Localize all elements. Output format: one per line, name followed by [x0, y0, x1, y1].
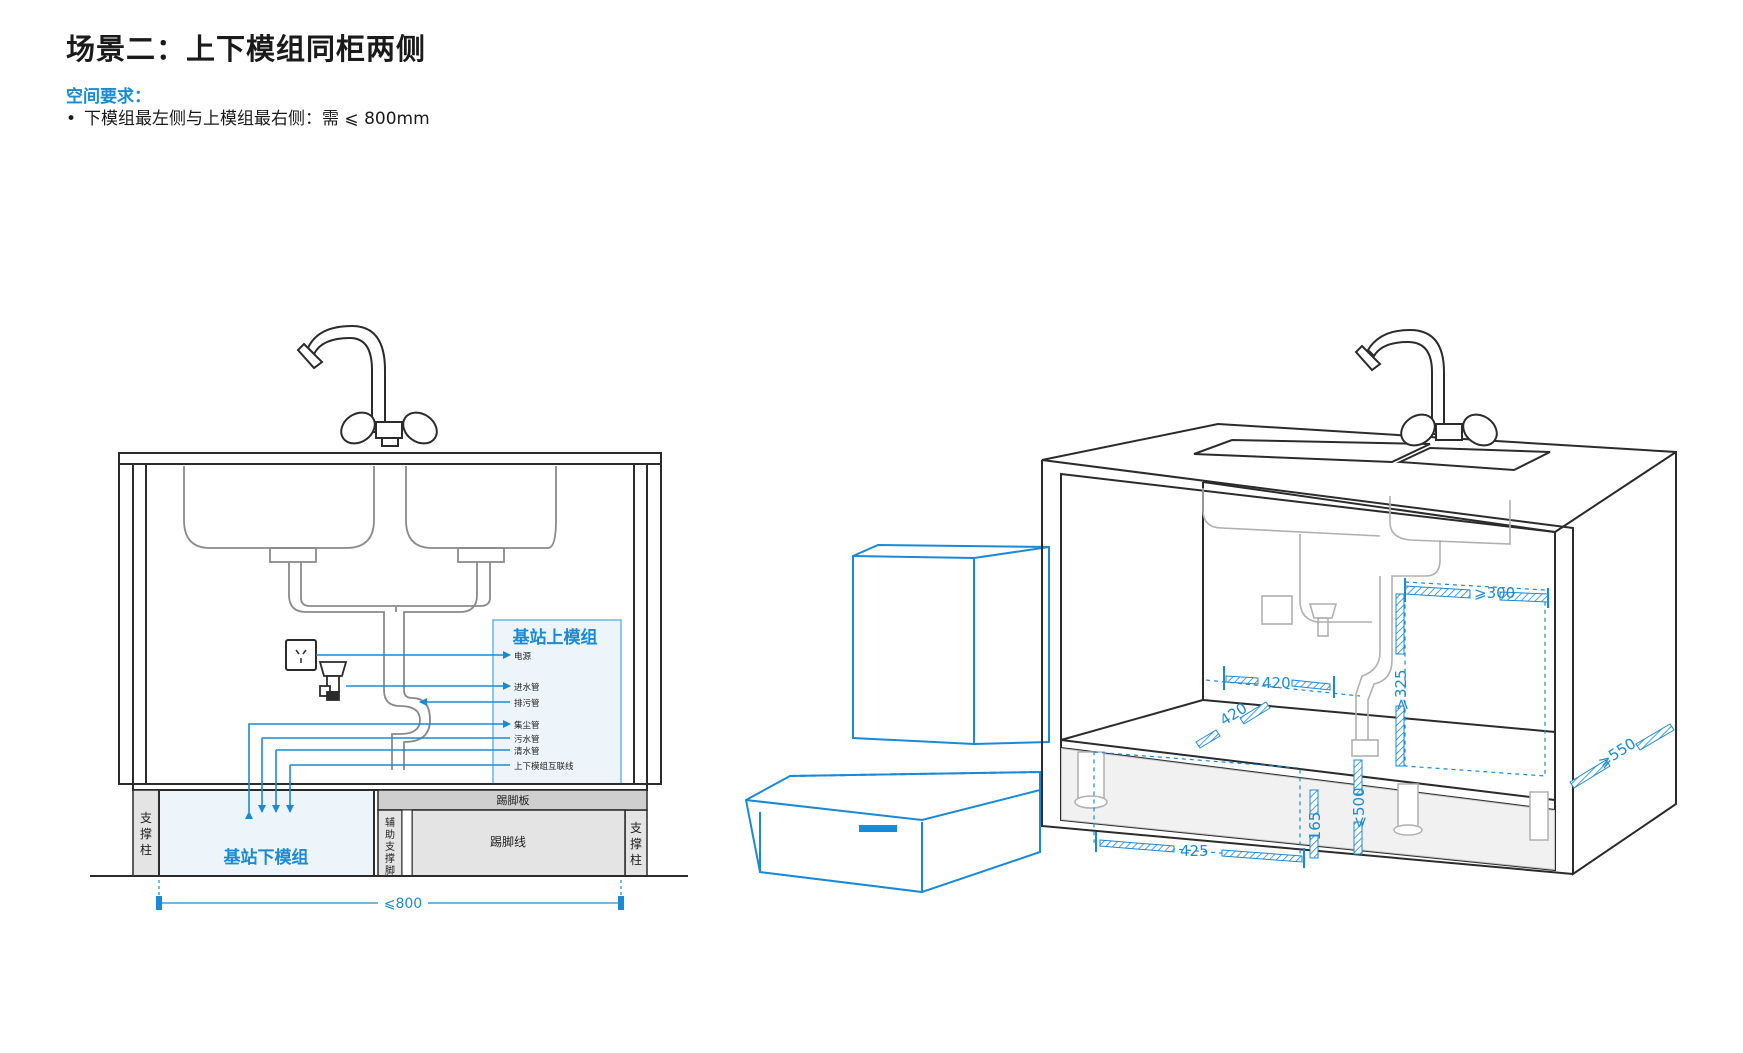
dim-300: ⩾300: [1474, 584, 1515, 602]
aux-support-char: 支: [385, 841, 395, 853]
support-post-right-char: 撑: [630, 836, 642, 851]
requirement-label: 空间要求：: [66, 87, 151, 107]
width-dimension-value: ⩽800: [384, 896, 422, 912]
connection-arrows: [245, 651, 511, 819]
support-post-left-char: 撑: [140, 826, 152, 841]
faucet-icon-3d: [1354, 328, 1498, 447]
dim-425: 425: [1180, 842, 1209, 860]
lower-module-drawer: [744, 770, 1041, 894]
kickboard-label: 踢脚板: [497, 793, 530, 807]
aux-support-char: 辅: [385, 816, 395, 829]
connection-labels: 电源 进水管 排污管 集尘管 污水管 清水管 上下模组互联线: [514, 651, 574, 772]
countertop: [118, 452, 662, 465]
support-post-left-char: 柱: [140, 842, 152, 857]
power-outlet-icon: [285, 639, 317, 671]
aux-support-char: 脚: [385, 864, 395, 877]
label-dirty-water: 污水管: [514, 734, 540, 745]
aux-support-char: 助: [385, 828, 395, 841]
cabinet-legs: [1074, 751, 1549, 841]
upper-module-box-3d: [852, 543, 1050, 746]
requirement-item: • 下模组最左侧与上模组最右侧：需 ⩽ 800mm: [66, 104, 430, 129]
label-inlet: 进水管: [514, 682, 540, 693]
support-post-right-char: 柱: [630, 852, 642, 867]
upper-module-box: [492, 619, 622, 786]
support-post-right-char: 支: [630, 821, 642, 835]
label-power: 电源: [514, 651, 532, 662]
right-diagram: ⩾300 ⩾325 420 420 ⩾550 ⩽500 165 425: [744, 328, 1677, 894]
inner-sinks: [1202, 488, 1511, 757]
page-title: 场景二：上下模组同柜两侧: [66, 32, 427, 66]
kick-line-label: 踢脚线: [490, 834, 526, 849]
faucet-icon: [296, 324, 438, 447]
label-interconnect: 上下模组互联线: [514, 761, 574, 772]
bullet: •: [66, 109, 77, 129]
width-dimension: ⩽800: [156, 880, 624, 912]
dim-420-width: 420: [1262, 674, 1291, 692]
label-clean-water: 清水管: [514, 746, 540, 757]
water-valve-icon: [318, 661, 348, 701]
label-dust-pipe: 集尘管: [514, 720, 540, 731]
aux-support-char: 撑: [385, 852, 395, 865]
label-drain: 排污管: [514, 698, 540, 709]
dim-325: ⩾325: [1392, 669, 1410, 710]
dimension-bars: [1095, 578, 1675, 868]
requirement-text: 下模组最左侧与上模组最右侧：需 ⩽ 800mm: [84, 109, 430, 129]
support-post-left-char: 支: [140, 811, 152, 825]
lower-module-title: 基站下模组: [223, 847, 309, 868]
cabinet-walls: [118, 463, 662, 785]
upper-module-title: 基站上模组: [512, 627, 598, 648]
dim-165: 165: [1306, 812, 1324, 841]
dim-500: ⩽500: [1350, 787, 1368, 828]
plinth-zone: [1061, 748, 1555, 870]
left-diagram: 基站上模组 踢脚板 踢脚线 支 撑 柱 支 撑 柱 辅 助 支 撑 脚: [90, 324, 688, 912]
